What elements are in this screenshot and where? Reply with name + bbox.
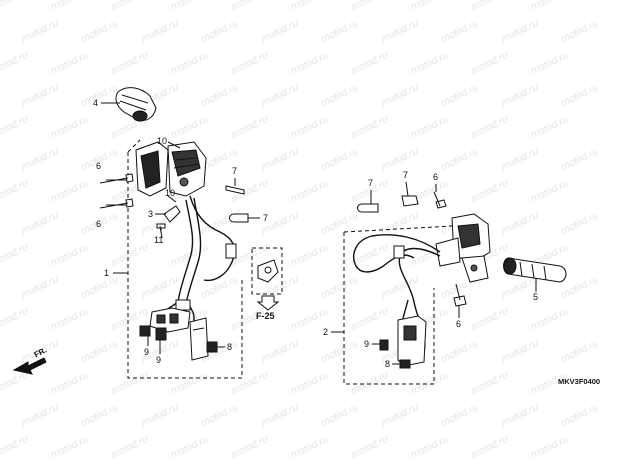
clip-7b xyxy=(229,213,249,223)
callout-7c: 7 xyxy=(368,178,374,188)
callout-8b: 8 xyxy=(385,359,391,369)
left-assembly-frame-top xyxy=(127,139,141,153)
clip-7a xyxy=(225,185,245,195)
ref-arrow xyxy=(256,295,280,311)
callout-11: 11 xyxy=(154,235,164,245)
right-switch-drawing xyxy=(435,213,491,283)
callout-8a: 8 xyxy=(227,342,233,352)
right-lower-connectors xyxy=(379,315,427,369)
callout-9a: 9 xyxy=(144,347,150,357)
callout-4: 4 xyxy=(93,98,99,108)
left-connector-b xyxy=(175,299,191,311)
right-grip-drawing xyxy=(503,257,567,283)
leader-10a xyxy=(167,141,181,149)
callout-2: 2 xyxy=(323,327,329,337)
leader-10b xyxy=(167,195,177,203)
clip-7c xyxy=(357,203,379,213)
right-assembly-frame-top xyxy=(343,225,453,233)
callout-5: 5 xyxy=(533,292,539,302)
diagram-code: MKV3F0400 xyxy=(558,377,601,386)
callout-6b: 6 xyxy=(96,219,102,229)
callout-9c: 9 xyxy=(364,339,370,349)
callout-9b: 9 xyxy=(156,355,162,365)
callout-6a: 6 xyxy=(96,161,102,171)
callout-3: 3 xyxy=(148,209,154,219)
left-connector-a xyxy=(225,243,237,259)
ref-box xyxy=(251,247,283,295)
callout-6d: 6 xyxy=(456,319,462,329)
screw-6a xyxy=(99,173,134,184)
left-lower-connectors xyxy=(139,307,218,361)
right-connector-a xyxy=(393,245,405,259)
callout-1: 1 xyxy=(104,268,110,278)
callout-6c: 6 xyxy=(433,172,439,182)
callout-10b: 10 xyxy=(165,188,176,198)
callout-10a: 10 xyxy=(157,136,168,146)
callout-7a: 7 xyxy=(232,166,238,176)
screw-6c xyxy=(433,191,447,209)
right-assembly-frame xyxy=(343,232,435,385)
callout-7d: 7 xyxy=(403,170,409,180)
clip-7d xyxy=(401,195,419,207)
leader-7d xyxy=(405,181,409,197)
callout-7b: 7 xyxy=(263,213,269,223)
left-grip-drawing xyxy=(115,87,157,122)
screw-6d xyxy=(453,283,467,307)
clamp-3 xyxy=(163,205,181,223)
left-switch-drawing xyxy=(135,141,207,197)
left-assembly-frame xyxy=(127,152,243,379)
reference-label: F-25 xyxy=(256,311,275,321)
ref-part xyxy=(257,259,279,283)
front-arrow xyxy=(12,357,47,375)
screw-6b xyxy=(99,198,134,209)
